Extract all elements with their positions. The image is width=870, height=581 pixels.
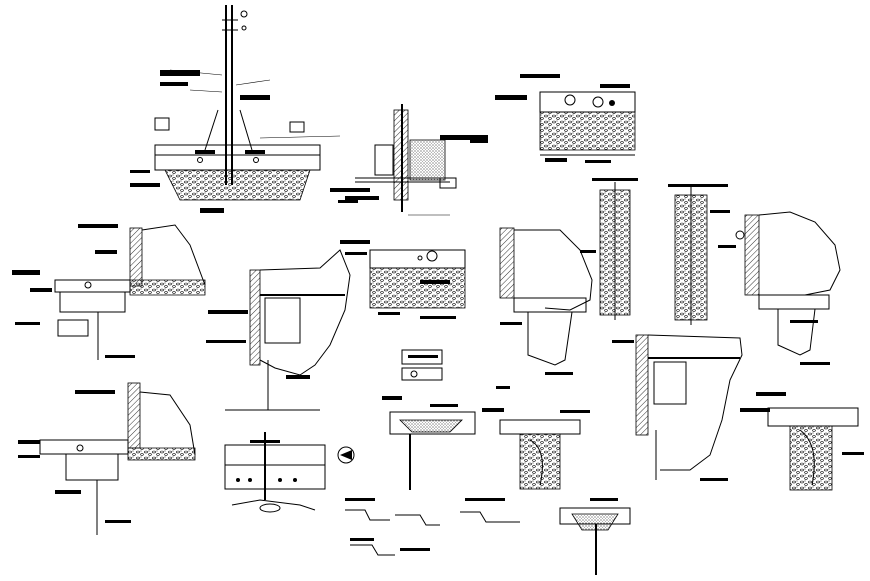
detail-drain-pipe-bottom: [559, 498, 631, 575]
detail-pole-foundation: [130, 5, 341, 213]
detail-catch-basin-a: [482, 408, 590, 490]
detail-wall-slab-right: [635, 334, 770, 481]
detail-wall-anchor: [330, 104, 488, 216]
detail-wall-soil-right-b: [735, 211, 841, 365]
detail-catch-basin-b: [756, 392, 864, 491]
north-arrow-icon: [337, 446, 355, 464]
detail-wall-soil-right-a: [499, 227, 593, 375]
detail-gravel-column-b: [668, 184, 730, 325]
detail-gravel-column-a: [580, 178, 638, 320]
detail-retaining-wall-left: [12, 224, 206, 360]
detail-joint-small-set: [345, 498, 520, 556]
detail-wall-slab-center: [206, 249, 351, 411]
annotation-marks: [130, 140, 736, 389]
detail-base-plate: [224, 432, 326, 513]
detail-pipe-trench-top: [495, 74, 636, 163]
detail-retaining-wall-lower: [18, 382, 196, 535]
detail-conduit-trench-mid: [340, 240, 466, 319]
detail-curb-section: [382, 396, 476, 490]
detail-small-fitting: [401, 349, 443, 381]
